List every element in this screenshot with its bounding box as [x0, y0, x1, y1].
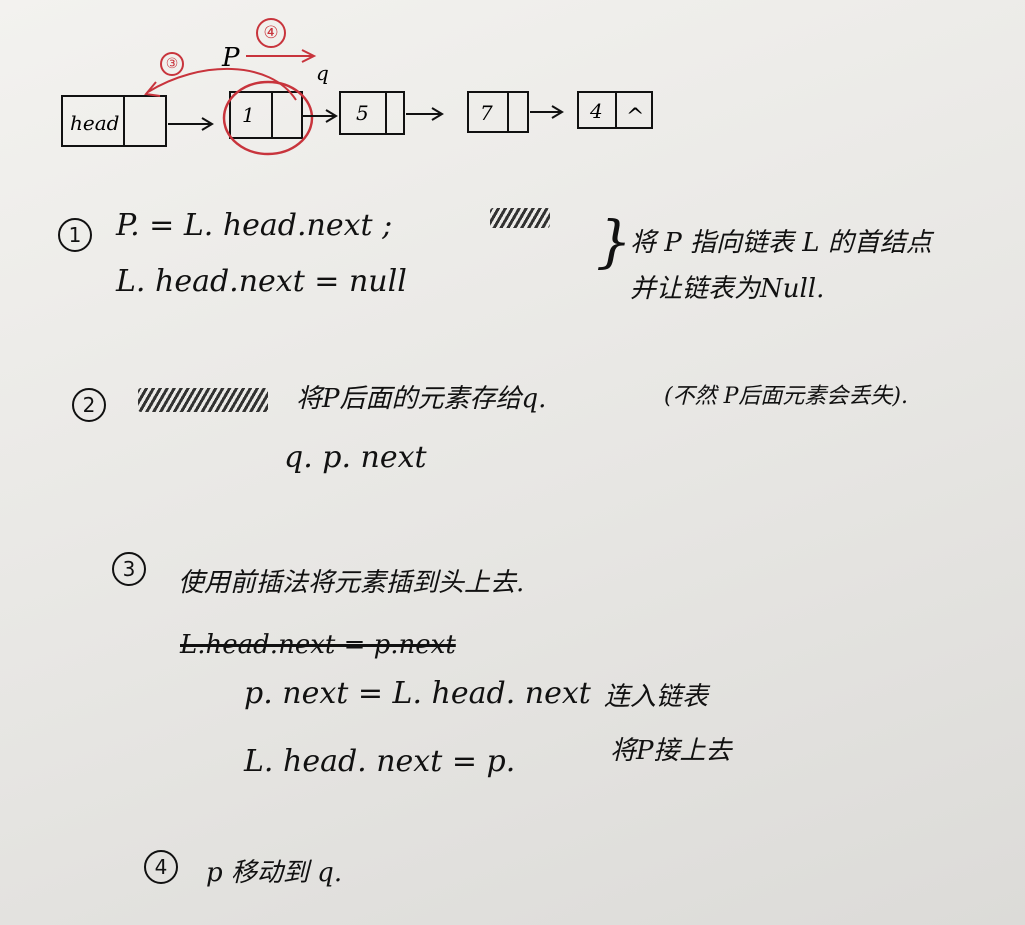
- step-4-number: 4: [144, 850, 178, 884]
- step-3-struck-line: L.head.next = p.next: [180, 630, 456, 660]
- list-node-5: 5: [339, 91, 405, 135]
- list-node-1: 1: [229, 91, 303, 139]
- node-label: 5: [356, 101, 369, 125]
- node-label: 4: [589, 99, 603, 123]
- list-node-head: head: [61, 95, 167, 147]
- node-label: 7: [480, 101, 493, 125]
- red-step-4-marker: ④: [256, 18, 286, 48]
- step-2-number: 2: [72, 388, 106, 422]
- scribble-mark: [138, 388, 268, 412]
- step-1-note-1: 将 P 指向链表 L 的首结点: [630, 228, 932, 258]
- step-3-number: 3: [112, 552, 146, 586]
- step-2-note: (不然 P后面元素会丢失).: [664, 384, 908, 409]
- step-1-line-1: P. = L. head.next ;: [116, 208, 393, 243]
- list-node-7: 7: [467, 91, 529, 133]
- red-step-3-marker: ③: [160, 52, 184, 76]
- step-2-line: q. p. next: [284, 440, 427, 475]
- scribble-mark: [490, 208, 550, 228]
- step-3-line-1: p. next = L. head. next: [244, 676, 591, 711]
- node-label: 1: [242, 103, 255, 127]
- step-3-note-2: 将P接上去: [610, 736, 732, 766]
- pointer-q-label: q: [316, 61, 329, 85]
- step-1-line-2: L. head.next = null: [116, 264, 407, 299]
- node-label: head: [70, 111, 119, 135]
- pointer-p-label: P: [221, 43, 240, 73]
- step-1-note-2: 并让链表为Null.: [630, 274, 825, 304]
- red-circle-mark: [222, 80, 314, 156]
- step-3-line-2: L. head. next = p.: [244, 744, 516, 779]
- step-3-text: 使用前插法将元素插到头上去.: [178, 568, 525, 598]
- step-2-text: 将P后面的元素存给q.: [296, 384, 547, 414]
- step-4-text: p 移动到 q.: [206, 858, 343, 888]
- list-node-4: 4 ^: [577, 91, 653, 130]
- step-3-note-1: 连入链表: [604, 682, 709, 712]
- step-1-number: 1: [58, 218, 92, 252]
- brace-mark: }: [596, 210, 632, 275]
- null-mark: ^: [626, 105, 644, 130]
- linked-list-diagram: head 1 5 7 4 ^ P q: [61, 43, 653, 156]
